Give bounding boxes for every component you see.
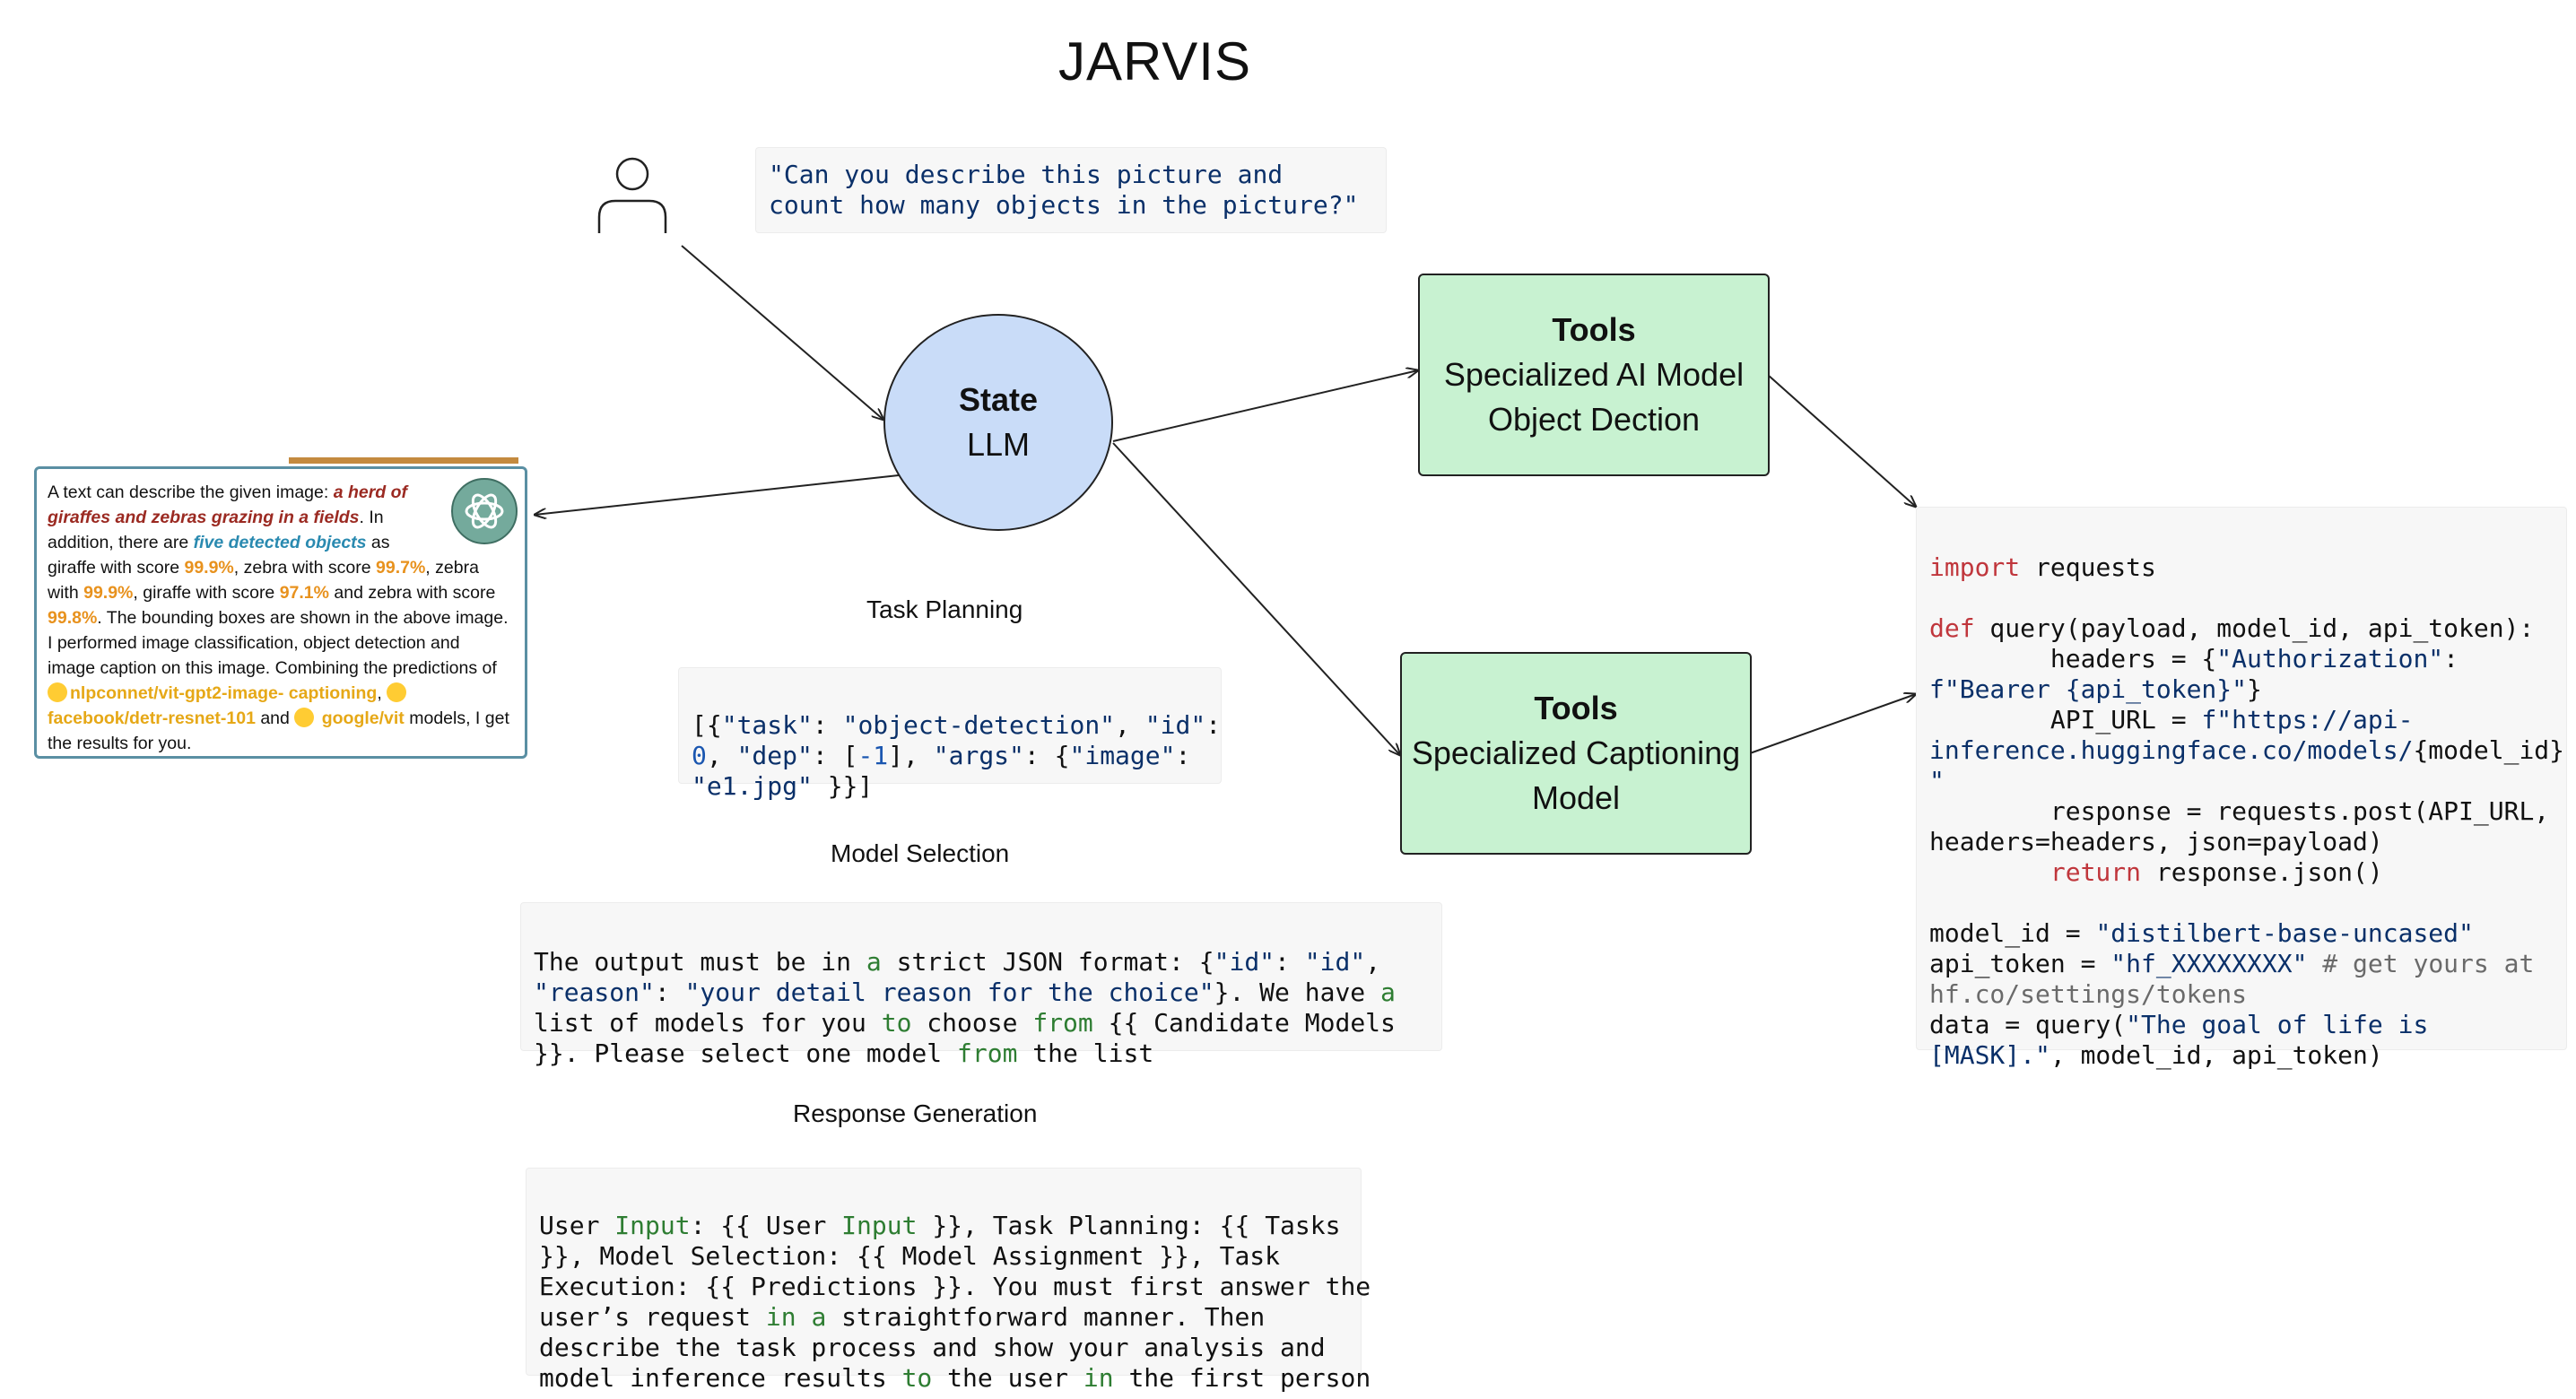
arrow-state-to-detection <box>1112 370 1418 442</box>
user-query-box: "Can you describe this picture and count… <box>755 147 1387 233</box>
response-generation-prompt: User Input: {{ User Input }}, Task Plann… <box>526 1168 1371 1393</box>
tool-captioning-node: Tools Specialized Captioning Model <box>1400 652 1752 855</box>
tool-object-detection-node: Tools Specialized AI Model Object Dectio… <box>1418 274 1770 476</box>
tool-detection-line1: Specialized AI Model <box>1443 356 1745 393</box>
task-planning-code: [{"task": "object-detection", "id": 0, "… <box>678 667 1222 801</box>
response-generation-label: Response Generation <box>793 1099 1038 1127</box>
tool-captioning-line2: Model <box>1531 779 1621 816</box>
model-selection-prompt: The output must be in a strict JSON form… <box>520 902 1442 1068</box>
task-planning-label: Task Planning <box>866 595 1023 623</box>
user-icon <box>597 157 667 233</box>
chatgpt-logo-icon <box>451 478 518 544</box>
model-selection-label: Model Selection <box>831 839 1010 867</box>
arrow-state-to-captioning <box>1112 442 1400 755</box>
arrow-user-to-state <box>681 245 883 420</box>
arrow-captioning-to-code <box>1749 694 1916 754</box>
hugging-face-icon <box>48 682 67 702</box>
state-node-title: State <box>958 381 1039 418</box>
tool-captioning-title: Tools <box>1534 690 1618 726</box>
tool-detection-title: Tools <box>1552 311 1636 348</box>
python-code-block: import requests def query(payload, model… <box>1916 507 2567 1070</box>
tool-captioning-line1: Specialized Captioning <box>1411 734 1741 771</box>
hugging-face-icon <box>294 708 315 727</box>
image-strip <box>289 457 518 464</box>
user-query-text: "Can you describe this picture and count… <box>769 160 1359 220</box>
tool-detection-line2: Object Dection <box>1487 401 1701 438</box>
answer-card: A text can describe the given image: a h… <box>34 466 527 759</box>
arrow-detection-to-code <box>1767 374 1916 507</box>
state-node-subtitle: LLM <box>966 426 1031 463</box>
state-llm-node: State LLM <box>883 314 1113 531</box>
diagram-title: JARVIS <box>1058 31 1251 91</box>
arrow-state-to-answer <box>535 474 900 515</box>
hugging-face-icon <box>387 682 407 702</box>
